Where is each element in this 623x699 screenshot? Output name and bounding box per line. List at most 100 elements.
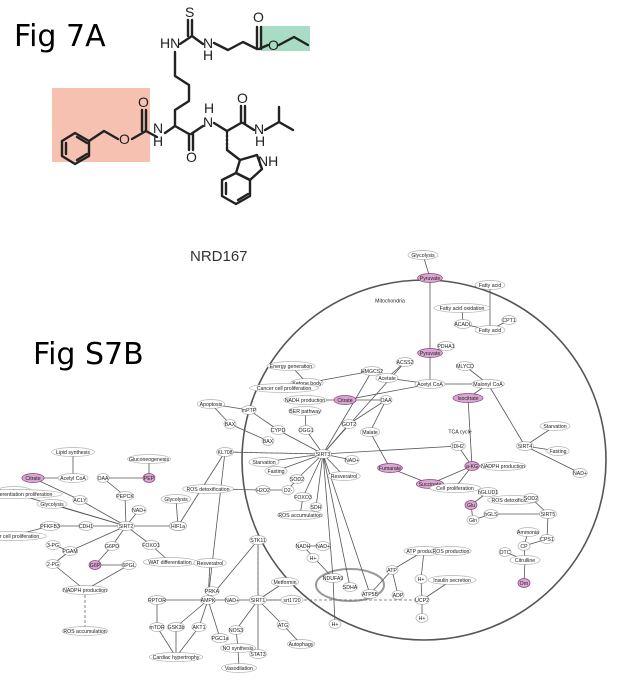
node-label: Resveratrol — [331, 474, 358, 480]
node-label: Starvation — [252, 460, 275, 466]
node-shape — [379, 395, 393, 405]
node-shape — [327, 471, 361, 481]
pathway-edge — [369, 399, 387, 433]
node-shape — [483, 509, 499, 519]
node-shape — [281, 485, 295, 495]
pathway-node-autophagy: Autophagy — [286, 639, 316, 649]
node-label: Orn — [520, 581, 529, 587]
node-label: Succinate — [419, 482, 442, 488]
pathway-node-fatty-acid-top: Fatty acid — [474, 280, 506, 290]
pathway-node-cancer-prolif-l: Cancer cell proliferation — [0, 531, 47, 541]
node-label: Pyruvate — [420, 276, 441, 282]
pathway-node-ber: BER pathway — [288, 406, 322, 416]
pathway-edge — [51, 503, 127, 527]
pathway-node-vasodilation: Vasodilation — [221, 663, 257, 673]
node-shape — [148, 652, 204, 662]
pathway-edge — [32, 477, 81, 501]
pathway-node-cypd: CYPD — [270, 425, 286, 435]
respiratory-complex — [315, 568, 385, 602]
node-label: Ketone body — [292, 381, 322, 387]
node-shape — [385, 565, 399, 575]
node-shape — [283, 395, 327, 405]
node-shape — [104, 541, 120, 551]
node-shape — [121, 560, 137, 570]
node-label: H+ — [418, 577, 425, 583]
pathway-node-got2: GOT2 — [341, 419, 357, 429]
node-label: Malate — [362, 430, 378, 436]
pathway-node-gsk3b: GSK3b — [167, 622, 185, 632]
pathway-node-sdh: SDH — [309, 502, 323, 512]
pathway-node-isocitrate: Isocitrate — [452, 393, 484, 403]
node-shape — [266, 361, 316, 371]
pathway-edge — [302, 453, 324, 498]
node-label: CPT1 — [502, 318, 515, 324]
node-label: PRKA — [205, 589, 220, 595]
atom-o-carbamate: O — [138, 94, 149, 110]
pathway-edge — [524, 445, 581, 474]
node-shape — [204, 586, 220, 596]
pathway-node-atp5b: ATP5B — [361, 589, 379, 599]
node-label: SIRT3 — [316, 452, 331, 458]
node-label: Cardiac hypertrophy — [153, 655, 200, 661]
pathway-node-starvation-r: Starvation — [539, 421, 571, 431]
pathway-node-orn: Orn — [517, 578, 531, 588]
node-label: NOS3 — [229, 628, 243, 634]
node-label: SIRT1 — [251, 598, 266, 604]
node-label: ACSS2 — [396, 360, 413, 366]
mitochondria-label: Mitochondria — [375, 298, 405, 304]
pathway-node-pyruvate-out: Pyruvate — [417, 273, 443, 283]
node-shape — [61, 626, 109, 636]
node-label: STAT3 — [250, 652, 265, 658]
node-label: ROS accumulation — [63, 629, 106, 635]
pathway-node-gln: Gln — [466, 515, 480, 525]
node-label: SDHA — [343, 585, 358, 591]
node-shape — [96, 473, 110, 483]
node-shape — [270, 425, 286, 435]
pathway-node-hglud1: hGLUD1 — [477, 487, 498, 497]
node-label: PFKFB3 — [40, 524, 60, 530]
node-label: SDH — [311, 505, 322, 511]
pathway-node-acss2: ACSS2 — [396, 357, 414, 367]
pathway-node-ogg1: OGG1 — [298, 425, 314, 435]
node-shape — [61, 585, 109, 595]
node-label: Acetyl CoA — [60, 476, 86, 482]
pathway-node-rptor: RPTOR — [148, 595, 166, 605]
node-shape — [391, 590, 405, 600]
node-shape — [341, 419, 357, 429]
node-shape — [523, 493, 539, 503]
pathway-node-hplus-ucp2: H+ — [415, 613, 429, 623]
pathway-node-cell-prolif: Cell proliferation — [429, 483, 481, 493]
node-label: NADPH production — [481, 464, 525, 470]
node-shape — [450, 441, 466, 451]
node-label: Ammonia — [517, 530, 539, 536]
pathway-edge — [207, 599, 221, 639]
node-shape — [516, 441, 534, 451]
node-shape — [539, 509, 557, 519]
pathway-edge — [369, 431, 391, 469]
pathway-node-nad-mito: NAD+ — [344, 455, 360, 465]
pathway-edge — [224, 451, 324, 455]
pathway-node-nadh-l: NADH — [295, 541, 311, 551]
node-shape — [196, 399, 226, 409]
node-shape — [342, 582, 358, 592]
compound-name: NRD167 — [190, 248, 248, 265]
pathway-node-o2: O2- — [281, 485, 295, 495]
pathway-node-sirt3: SIRT3 — [314, 449, 332, 459]
node-label: FOXO3 — [294, 495, 312, 501]
node-shape — [117, 521, 135, 531]
figure-7a-label: Fig 7A — [14, 19, 106, 54]
node-shape — [88, 560, 102, 570]
node-shape — [414, 595, 430, 605]
node-shape — [498, 547, 512, 557]
node-label: CP — [520, 544, 528, 550]
node-label: Starvation — [543, 424, 566, 430]
node-shape — [474, 325, 506, 335]
pathway-node-starvation-l: Starvation — [248, 457, 280, 467]
cbz-highlight — [52, 88, 150, 162]
pathway-node-ndufa9: NDUFA9 — [323, 573, 343, 583]
node-label: CYPD — [271, 428, 286, 434]
node-label: Autophagy — [289, 642, 314, 648]
node-label: Isocitrate — [457, 396, 478, 402]
atom-n-isopropyl: N — [254, 121, 264, 137]
pathway-edge — [467, 397, 473, 467]
